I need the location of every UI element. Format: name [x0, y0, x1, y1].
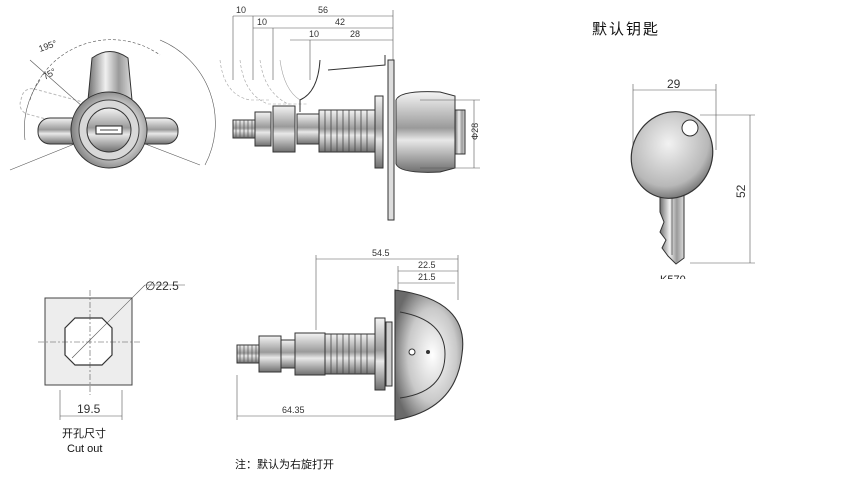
front-view: 195° 75°	[9, 38, 216, 171]
cutout-width-dim: 19.5	[77, 402, 101, 416]
cutout-diameter-dim: ∅22.5	[145, 279, 179, 293]
side-panel	[387, 59, 395, 221]
dim-10-b: 10	[257, 17, 267, 27]
dim-28: 28	[350, 29, 360, 39]
side-nut-2	[272, 105, 296, 153]
key-height-dim: 52	[734, 184, 748, 198]
key-ring-hole	[681, 119, 699, 137]
bottom-washer	[374, 317, 386, 391]
bottom-threaded-body	[324, 333, 376, 375]
side-washer	[374, 95, 384, 169]
cutout-label-cn: 开孔尺寸	[62, 426, 106, 440]
key-view: 29 52	[630, 77, 755, 265]
bottom-dome-head	[394, 289, 464, 421]
angle-195-label: 195°	[37, 38, 58, 54]
dim-64-35: 64.35	[282, 405, 305, 415]
side-nut-1	[254, 111, 272, 147]
cutout-label-en: Cut out	[67, 443, 102, 455]
dim-10-a: 10	[236, 5, 246, 15]
front-lever-vertical	[87, 51, 133, 101]
bottom-side-view: 54.5 22.5 21.5 64.35	[236, 248, 464, 421]
dim-54-5: 54.5	[372, 248, 390, 258]
dim-dia-28: Φ28	[470, 123, 480, 140]
side-view: 10 56 10 42 10 28	[219, 5, 480, 221]
default-key-title: 默认钥匙	[592, 20, 660, 38]
cutout-view: ∅22.5 19.5	[38, 279, 185, 420]
bottom-sleeve	[294, 332, 326, 376]
dim-10-c: 10	[309, 29, 319, 39]
bottom-nut	[258, 335, 282, 373]
key-width-dim: 29	[667, 77, 681, 91]
angle-75-label: 75°	[41, 66, 58, 82]
side-head	[395, 91, 456, 173]
note-right-rotation: 注：默认为右旋打开	[235, 457, 334, 471]
dim-56: 56	[318, 5, 328, 15]
dim-21-5: 21.5	[418, 272, 436, 282]
dim-22-5: 22.5	[418, 260, 436, 270]
dim-42: 42	[335, 17, 345, 27]
